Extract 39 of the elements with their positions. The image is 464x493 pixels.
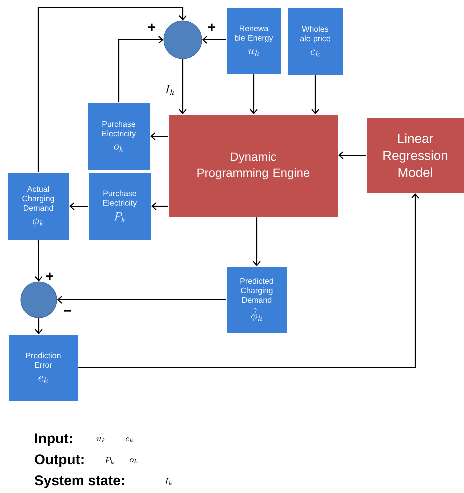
engine-box: Linear Regression Model: [367, 118, 464, 193]
variable-label: $c_{k}$: [126, 437, 134, 443]
arrow: [253, 218, 261, 266]
arrow: [118, 36, 164, 102]
process-box: Purchase Electricity $o_{k}$: [88, 103, 150, 170]
arrow: [78, 194, 420, 369]
sign-label: −: [64, 310, 72, 312]
variable-label: $o_{k}$: [130, 458, 138, 464]
legend-heading: System state:: [34, 476, 124, 488]
process-box: Actual Charging Demand $\phi_{k}$: [8, 173, 69, 240]
arrow: [152, 202, 168, 210]
sign-label: +: [208, 24, 216, 31]
process-box: Renewa ble Energy $u_{k}$: [227, 8, 281, 74]
arrow: [35, 240, 43, 282]
legend-heading: Output:: [35, 454, 84, 468]
arrow: [70, 202, 88, 210]
variable-label: $P_{k}$: [104, 457, 114, 465]
sign-label: +: [46, 272, 54, 280]
summing-junction: [164, 20, 202, 60]
process-box: Wholes ale price $c_{k}$: [288, 8, 343, 75]
arrow: [57, 296, 226, 304]
process-box: Prediction Error $e_{k}$: [9, 335, 78, 401]
edge-label: $I_{k}$: [164, 84, 176, 96]
arrow: [250, 74, 258, 114]
arrow: [202, 36, 226, 44]
process-box: Purchase Electricity $P_{k}$: [89, 173, 151, 240]
summing-junction: [20, 282, 58, 318]
variable-label: $I_{k}$: [164, 478, 172, 486]
process-box: Predicted Charging Demand $\hat{\phi}_{k}$: [227, 267, 287, 333]
arrow: [179, 59, 187, 114]
arrow: [338, 152, 366, 160]
arrow: [35, 318, 43, 334]
arrow: [38, 7, 187, 172]
arrow: [312, 76, 320, 114]
sign-label: +: [148, 24, 156, 31]
variable-label: $u_{k}$: [96, 437, 106, 443]
engine-box: Dynamic Programming Engine: [169, 115, 338, 217]
legend-heading: Input:: [36, 434, 72, 446]
arrow: [150, 132, 168, 140]
